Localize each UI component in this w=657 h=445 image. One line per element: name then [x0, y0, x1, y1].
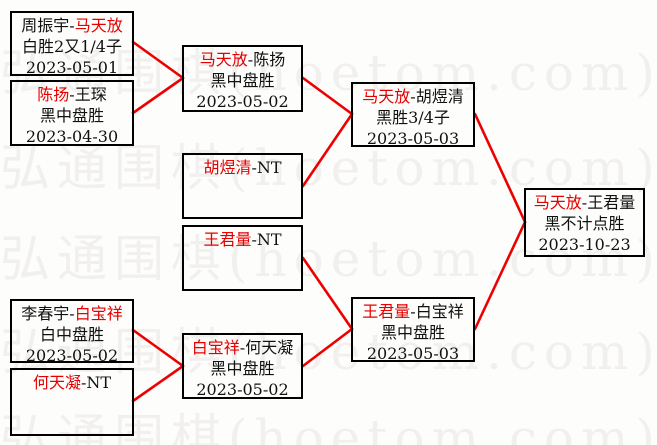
match-players: 胡煜清-NT [184, 157, 301, 178]
connector-line [131, 328, 185, 368]
match-box-r2-4: 白宝祥-何天凝 黑中盘胜 2023-05-02 [182, 333, 303, 399]
player2-name: 王琛 [74, 85, 107, 104]
match-players: 陈扬-王琛 [12, 84, 132, 105]
match-result: 黑胜3/4子 [376, 108, 450, 127]
player2-name: 王君量 [587, 193, 636, 212]
connector-line [301, 327, 354, 368]
player1-name: 何天凝 [32, 373, 81, 392]
match-box-sf-2: 王君量-白宝祥 黑中盘胜 2023-05-03 [351, 297, 475, 363]
players-separator: - [581, 193, 588, 212]
match-result: 白胜2又1/4子 [22, 37, 122, 56]
player2-name: 马天放 [74, 16, 123, 35]
match-players: 王君量-NT [184, 229, 301, 250]
connector-line [301, 256, 354, 331]
match-box-r1-3: 李春宇-白宝祥 白中盘胜 2023-05-02 [10, 299, 134, 365]
connector-line [473, 112, 527, 224]
match-date: 2023-05-02 [25, 346, 119, 365]
match-players: 周振宇-马天放 [12, 15, 132, 36]
match-date: 2023-04-30 [25, 127, 119, 146]
match-date [184, 199, 301, 220]
player1-name: 马天放 [533, 193, 582, 212]
match-date: 2023-10-23 [538, 235, 631, 254]
match-result [12, 393, 132, 414]
match-result: 黑中盘胜 [210, 359, 275, 378]
players-separator: - [69, 16, 75, 35]
match-date [184, 271, 301, 292]
player2-name: 胡煜清 [415, 87, 464, 106]
match-result: 黑中盘胜 [380, 323, 445, 342]
players-separator: - [251, 158, 257, 177]
player2-name: 白宝祥 [415, 302, 464, 321]
match-box-r1-2: 陈扬-王琛 黑中盘胜 2023-04-30 [10, 80, 134, 146]
player2-name: 白宝祥 [74, 304, 123, 323]
match-players: 马天放-胡煜清 [353, 86, 473, 107]
players-separator: - [69, 304, 75, 323]
connector-line [131, 76, 185, 115]
match-players: 白宝祥-何天凝 [184, 337, 301, 358]
player1-name: 白宝祥 [191, 338, 240, 357]
player1-name: 马天放 [362, 87, 411, 106]
match-box-r2-3: 王君量-NT [182, 225, 303, 291]
match-result: 黑中盘胜 [210, 71, 275, 90]
match-date: 2023-05-03 [366, 344, 460, 363]
match-result: 黑不计点胜 [544, 214, 625, 233]
connector-line [131, 40, 185, 80]
connector-line [131, 364, 185, 403]
connector-line [301, 112, 354, 188]
player2-name: NT [256, 230, 282, 249]
player1-name: 王君量 [203, 230, 252, 249]
player2-name: 何天凝 [245, 338, 294, 357]
players-separator: - [239, 338, 246, 357]
player2-name: NT [86, 373, 112, 392]
match-players: 王君量-白宝祥 [353, 301, 473, 322]
match-box-final: 马天放-王君量 黑不计点胜 2023-10-23 [524, 188, 645, 257]
player1-name: 李春宇 [21, 304, 70, 323]
match-result: 白中盘胜 [39, 325, 104, 344]
match-date: 2023-05-01 [25, 58, 119, 77]
match-date [12, 414, 132, 435]
player1-name: 王君量 [362, 302, 411, 321]
match-date: 2023-05-02 [196, 380, 289, 399]
match-result: 黑中盘胜 [39, 106, 104, 125]
match-box-sf-1: 马天放-胡煜清 黑胜3/4子 2023-05-03 [351, 82, 475, 148]
match-box-r1-4: 何天凝-NT [10, 368, 134, 436]
match-players: 马天放-陈扬 [184, 49, 301, 70]
player1-name: 周振宇 [21, 16, 70, 35]
match-players: 李春宇-白宝祥 [12, 303, 132, 324]
match-box-r1-1: 周振宇-马天放 白胜2又1/4子 2023-05-01 [10, 11, 134, 77]
match-result [184, 250, 301, 271]
players-separator: - [251, 230, 257, 249]
players-separator: - [247, 50, 254, 69]
match-date: 2023-05-03 [366, 129, 460, 148]
players-separator: - [69, 85, 75, 104]
player1-name: 马天放 [199, 50, 248, 69]
players-separator: - [410, 87, 416, 106]
match-date: 2023-05-02 [196, 92, 289, 111]
player1-name: 胡煜清 [203, 158, 252, 177]
match-box-r2-2: 胡煜清-NT [182, 153, 303, 219]
player1-name: 陈扬 [37, 85, 70, 104]
player2-name: 陈扬 [253, 50, 286, 69]
match-result [184, 178, 301, 199]
match-box-r2-1: 马天放-陈扬 黑中盘胜 2023-05-02 [182, 45, 303, 112]
match-players: 马天放-王君量 [526, 192, 643, 213]
connector-line [473, 220, 527, 331]
player2-name: NT [256, 158, 282, 177]
match-players: 何天凝-NT [12, 372, 132, 393]
connector-line [301, 76, 354, 116]
players-separator: - [410, 302, 416, 321]
players-separator: - [80, 373, 87, 392]
